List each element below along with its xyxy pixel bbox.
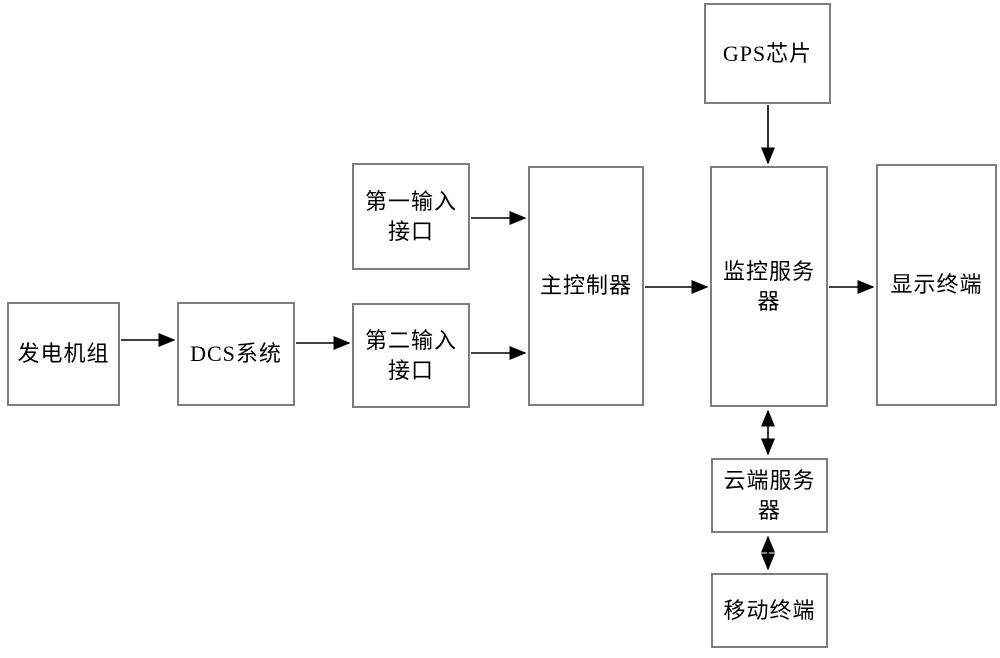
node-monitoring-server-label: 监控服务 器 [722,258,815,314]
node-main-controller-label: 主控制器 [539,273,632,299]
node-display-terminal-label: 显示终端 [890,272,983,298]
node-mobile-terminal-label: 移动终端 [723,597,816,623]
node-gps-chip-label: GPS芯片 [722,40,813,66]
node-second-input-interface: 第二输入 接口 [352,303,470,408]
node-cloud-server-label: 云端服务 器 [723,467,816,523]
node-mobile-terminal: 移动终端 [711,573,828,648]
node-gps-chip: GPS芯片 [704,3,831,104]
node-display-terminal: 显示终端 [876,164,997,406]
node-first-input-interface-label: 第一输入 接口 [364,188,457,244]
node-generator-set-label: 发电机组 [17,341,110,367]
node-second-input-interface-label: 第二输入 接口 [364,327,457,383]
node-dcs-system-label: DCS系统 [190,341,282,367]
node-first-input-interface: 第一输入 接口 [352,163,470,270]
node-generator-set: 发电机组 [7,302,120,406]
node-cloud-server: 云端服务 器 [711,458,828,533]
node-dcs-system: DCS系统 [177,302,295,406]
node-monitoring-server: 监控服务 器 [710,166,828,407]
node-main-controller: 主控制器 [528,166,644,406]
